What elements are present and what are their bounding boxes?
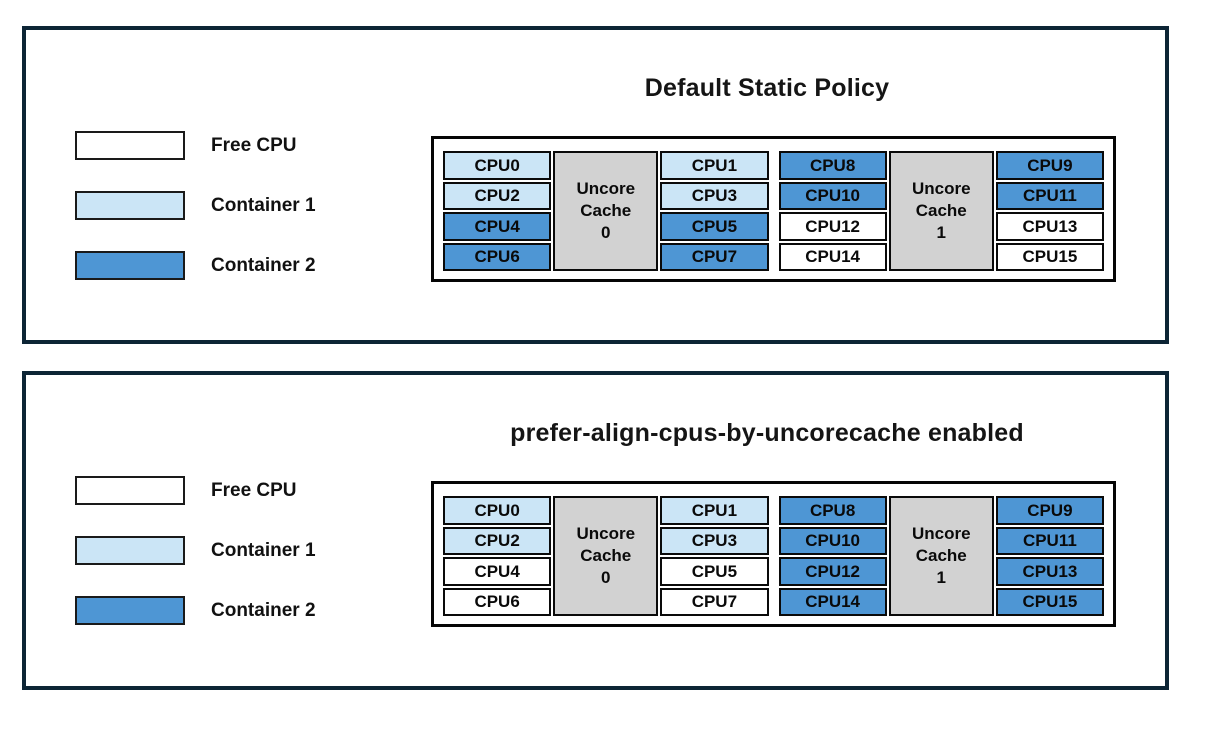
cpu-cell-cpu7: CPU7 (660, 587, 769, 616)
uncore-cache-label-line: Cache (915, 545, 967, 565)
cpu-cell-cpu10: CPU10 (778, 181, 887, 210)
legend: Free CPU Container 1 Container 2 (75, 131, 316, 280)
legend-item-container-1: Container 1 (75, 191, 316, 220)
cpu-cell-cpu11: CPU11 (995, 181, 1104, 210)
legend-item-free-cpu: Free CPU (75, 131, 316, 160)
cpu-cell-cpu6: CPU6 (443, 242, 552, 271)
cpu-cell-cpu5: CPU5 (660, 557, 769, 586)
uncore-cache-label-line: Uncore (576, 178, 636, 198)
cpu-cell-cpu12: CPU12 (778, 212, 887, 241)
uncore-cache-label-line: 0 (601, 568, 611, 588)
cpu-cell-cpu10: CPU10 (778, 526, 887, 555)
cpu-cell-cpu9: CPU9 (995, 151, 1104, 180)
cpu-cell-cpu14: CPU14 (778, 242, 887, 271)
legend-label: Container 1 (211, 194, 316, 216)
legend-swatch-free-cpu (75, 131, 185, 160)
cpu-cell-cpu2: CPU2 (443, 526, 552, 555)
cpu-cell-cpu5: CPU5 (660, 212, 769, 241)
uncore-cache-label-line: Cache (580, 545, 632, 565)
cpu-cell-cpu2: CPU2 (443, 181, 552, 210)
cpu-cell-cpu13: CPU13 (995, 557, 1104, 586)
uncore-cache-label-line: Uncore (911, 523, 971, 543)
legend-label: Container 2 (211, 599, 316, 621)
cpu-cell-cpu3: CPU3 (660, 181, 769, 210)
legend-label: Free CPU (211, 479, 297, 501)
cpu-cell-cpu6: CPU6 (443, 587, 552, 616)
uncore-cache-label-line: Uncore (576, 523, 636, 543)
legend: Free CPU Container 1 Container 2 (75, 476, 316, 625)
legend-item-container-2: Container 2 (75, 596, 316, 625)
cpu-cell-cpu11: CPU11 (995, 526, 1104, 555)
panel-default-static-policy: Default Static Policy Free CPU Container… (22, 26, 1169, 344)
uncore-cache-label-line: 0 (601, 223, 611, 243)
cpu-cell-cpu4: CPU4 (443, 212, 552, 241)
cpu-cell-cpu0: CPU0 (443, 496, 552, 525)
legend-swatch-container-1 (75, 536, 185, 565)
cpu-cell-cpu15: CPU15 (995, 242, 1104, 271)
cpu-cell-cpu3: CPU3 (660, 526, 769, 555)
cpu-cell-cpu4: CPU4 (443, 557, 552, 586)
legend-swatch-container-1 (75, 191, 185, 220)
legend-item-free-cpu: Free CPU (75, 476, 316, 505)
panel-title: Default Static Policy (644, 74, 890, 102)
cpu-cell-cpu1: CPU1 (660, 496, 769, 525)
uncore-cache-label-line: Cache (580, 200, 632, 220)
uncore-cache-label-line: Uncore (911, 178, 971, 198)
legend-swatch-container-2 (75, 251, 185, 280)
cpu-cell-cpu8: CPU8 (778, 151, 887, 180)
uncore-cache-label-line: 1 (936, 568, 946, 588)
cpu-cell-cpu12: CPU12 (778, 557, 887, 586)
panel-prefer-align-uncorecache: prefer-align-cpus-by-uncorecache enabled… (22, 371, 1169, 690)
cpu-cell-cpu14: CPU14 (778, 587, 887, 616)
uncore-cache-label-line: Cache (915, 200, 967, 220)
legend-label: Free CPU (211, 134, 297, 156)
cpu-cell-cpu0: CPU0 (443, 151, 552, 180)
legend-swatch-container-2 (75, 596, 185, 625)
legend-item-container-2: Container 2 (75, 251, 316, 280)
legend-label: Container 2 (211, 254, 316, 276)
cpu-cell-cpu7: CPU7 (660, 242, 769, 271)
cpu-cell-cpu8: CPU8 (778, 496, 887, 525)
cpu-cell-cpu15: CPU15 (995, 587, 1104, 616)
cpu-cell-cpu9: CPU9 (995, 496, 1104, 525)
legend-swatch-free-cpu (75, 476, 185, 505)
panel-title: prefer-align-cpus-by-uncorecache enabled (510, 419, 1024, 447)
uncore-cache-label-line: 1 (936, 223, 946, 243)
legend-item-container-1: Container 1 (75, 536, 316, 565)
cpu-cell-cpu1: CPU1 (660, 151, 769, 180)
cpu-cell-cpu13: CPU13 (995, 212, 1104, 241)
legend-label: Container 1 (211, 539, 316, 561)
